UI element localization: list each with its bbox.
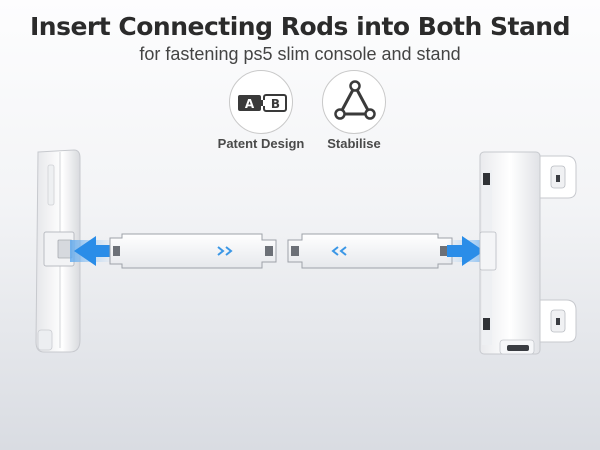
piece-b-label: B (271, 97, 280, 111)
right-connecting-rod (287, 233, 453, 269)
chevron-left-icon (339, 246, 347, 256)
piece-a-label: A (245, 97, 255, 111)
left-arrow (70, 236, 115, 266)
stabilise-badge (322, 70, 386, 134)
left-stand (35, 149, 81, 353)
patent-design-badge: A B (229, 70, 293, 134)
puzzle-ab-icon: A B (238, 94, 287, 112)
product-scene (35, 149, 577, 355)
chevron-right-icon (225, 246, 233, 256)
stabilise-label: Stabilise (327, 136, 381, 151)
right-arrow (446, 236, 490, 266)
left-connecting-rod (109, 233, 277, 269)
patent-design-label: Patent Design (217, 136, 305, 151)
triangle-nodes-icon (334, 80, 376, 120)
page-title: Insert Connecting Rods into Both Stand (29, 12, 571, 41)
chevron-right-icon (217, 246, 225, 256)
right-stand (479, 151, 577, 355)
page-subtitle: for fastening ps5 slim console and stand (139, 44, 461, 64)
chevron-left-icon (331, 246, 339, 256)
